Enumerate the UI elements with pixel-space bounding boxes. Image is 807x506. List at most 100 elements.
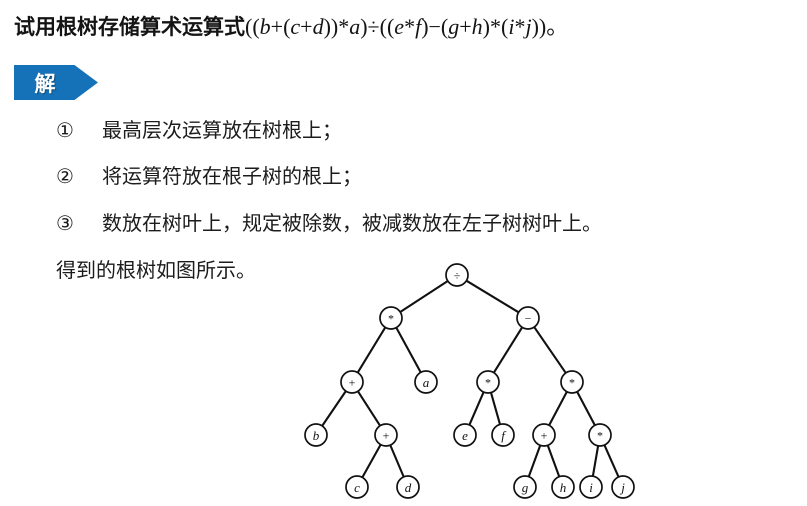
expression-token: )−(	[421, 14, 449, 39]
tree-nodes: ÷ * − + a * * b + e f + * c d g h i j	[304, 263, 635, 499]
tree-node-label: h	[560, 480, 567, 495]
expression-token: +	[300, 14, 313, 39]
tree-node-label: ÷	[454, 269, 461, 283]
tree-node-h: h	[551, 475, 575, 499]
tree-edge	[576, 390, 596, 427]
tree-node-div: ÷	[445, 263, 469, 287]
tree-node-e: e	[453, 423, 477, 447]
tree-node-star: *	[588, 423, 612, 447]
expression-token: j	[525, 14, 532, 39]
tree-edge	[321, 390, 347, 427]
tree-node-label: b	[313, 428, 320, 443]
tree-edge	[468, 391, 485, 426]
tree-edge	[533, 326, 567, 374]
tree-node-circle	[414, 370, 438, 394]
expression-token: )÷((	[360, 14, 395, 39]
tree-node-c: c	[345, 475, 369, 499]
tree-edge	[546, 444, 561, 478]
step-text-2: 将运算符放在根子树的根上；	[102, 166, 362, 188]
tree-node-circle	[611, 475, 635, 499]
tree-node-g: g	[513, 475, 537, 499]
tree-node-plus: +	[340, 370, 364, 394]
tree-node-circle	[445, 263, 469, 287]
tree-edge	[548, 390, 568, 427]
tree-node-j: j	[611, 475, 635, 499]
tree-edge	[603, 444, 620, 478]
tree-node-label: i	[589, 480, 593, 495]
tree-node-label: *	[569, 376, 575, 390]
expression-token: a	[349, 14, 361, 39]
solution-banner-label: 解	[34, 72, 56, 96]
tree-node-b: b	[304, 423, 328, 447]
step-text-1: 最高层次运算放在树根上；	[102, 120, 342, 142]
tree-node-plus: +	[532, 423, 556, 447]
tree-node-label: +	[541, 429, 548, 443]
tree-node-minus: −	[516, 306, 540, 330]
expression-token: b	[259, 14, 271, 39]
expression-token: g	[448, 14, 460, 39]
tree-node-circle	[491, 423, 515, 447]
expression-token: e	[394, 14, 405, 39]
tree-edge	[395, 326, 422, 374]
closing-line: 得到的根树如图所示。	[56, 260, 256, 282]
expression-token: *	[404, 14, 416, 39]
tree-node-label: −	[525, 312, 532, 326]
tree-edge	[356, 326, 387, 374]
tree-node-plus: +	[374, 423, 398, 447]
tree-node-circle	[453, 423, 477, 447]
expression-token: c	[290, 14, 301, 39]
tree-node-circle	[532, 423, 556, 447]
step-marker-2: ②	[56, 166, 74, 188]
tree-node-circle	[340, 370, 364, 394]
tree-node-label: g	[522, 480, 529, 495]
tree-node-label: d	[405, 480, 412, 495]
tree-edge	[361, 443, 382, 479]
expression-tree-svg: ÷ * − + a * * b + e f + * c d g h i j	[304, 263, 635, 499]
tree-node-star: *	[379, 306, 403, 330]
expression-token: ((	[245, 14, 260, 39]
tree-node-label: f	[501, 428, 507, 443]
step-marker-1: ①	[56, 120, 74, 142]
page-title: 试用根树存储算术运算式((b+(c+d))*a)÷((e*f)−(g+h)*(i…	[14, 12, 804, 43]
tree-node-label: *	[485, 376, 491, 390]
tree-node-label: a	[423, 375, 430, 390]
tree-node-label: *	[597, 429, 603, 443]
expression-token: )*(	[482, 14, 509, 39]
step-text-3: 数放在树叶上，规定被除数，被减数放在左子树树叶上。	[102, 213, 602, 235]
tree-node-circle	[396, 475, 420, 499]
tree-node-circle	[476, 370, 500, 394]
tree-node-circle	[513, 475, 537, 499]
tree-edge	[492, 326, 524, 374]
tree-edge	[399, 279, 449, 314]
tree-node-label: +	[349, 376, 356, 390]
expression-token: i	[508, 14, 515, 39]
tree-node-label: +	[383, 429, 390, 443]
tree-node-d: d	[396, 475, 420, 499]
expression-tree-diagram: ÷ * − + a * * b + e f + * c d g h i j	[290, 255, 660, 506]
tree-node-label: *	[388, 312, 394, 326]
tree-edge	[356, 390, 382, 427]
tree-node-label: c	[354, 480, 360, 495]
tree-edge	[527, 444, 542, 478]
tree-node-circle	[345, 475, 369, 499]
expression-token: ))*	[323, 14, 350, 39]
tree-node-circle	[379, 306, 403, 330]
tree-node-circle	[551, 475, 575, 499]
expression-token: +(	[270, 14, 291, 39]
tree-node-star: *	[560, 370, 584, 394]
tree-node-label: e	[462, 428, 468, 443]
tree-node-circle	[579, 475, 603, 499]
tree-node-f: f	[491, 423, 515, 447]
tree-node-circle	[560, 370, 584, 394]
tree-edge	[591, 444, 600, 478]
tree-edge	[389, 444, 405, 478]
tree-edges	[321, 279, 620, 479]
tree-node-a: a	[414, 370, 438, 394]
solution-banner: 解	[14, 65, 98, 100]
tree-node-i: i	[579, 475, 603, 499]
expression-token: +	[459, 14, 472, 39]
solution-step-3: ③ 数放在树叶上，规定被除数，被减数放在左子树树叶上。	[56, 211, 602, 237]
expression-token: h	[471, 14, 483, 39]
tree-edge	[465, 279, 520, 314]
tree-node-label: j	[619, 480, 625, 495]
